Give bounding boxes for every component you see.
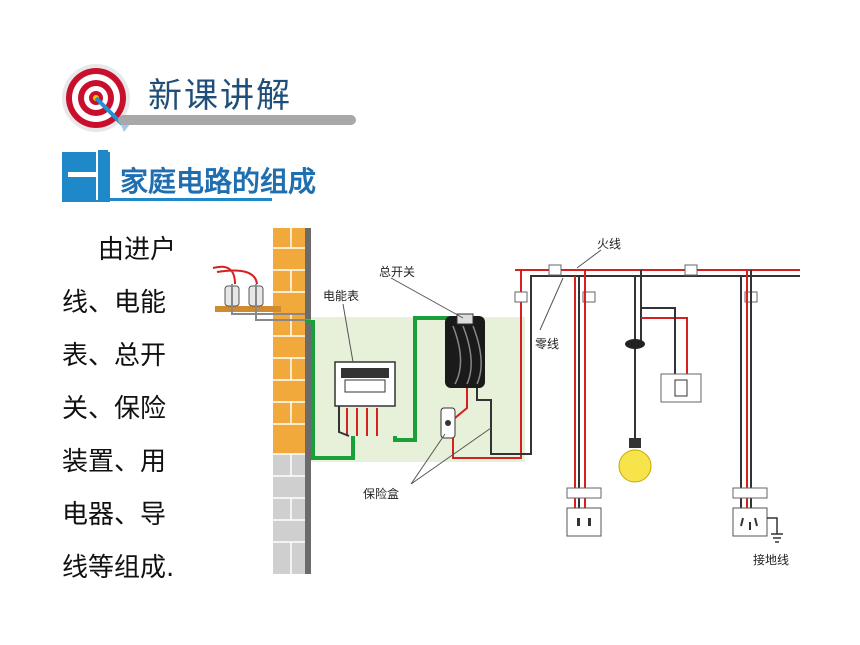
electric-meter	[334, 361, 396, 437]
page-title: 新课讲解	[148, 76, 292, 116]
label-neutral-wire: 零线	[535, 337, 559, 351]
wall-switch	[660, 373, 702, 403]
label-meter: 电能表	[323, 289, 359, 303]
label-ground-wire: 接地线	[753, 552, 789, 567]
insulator-bracket	[212, 265, 311, 321]
label-live-wire: 火线	[597, 237, 621, 251]
body-line: 关、保险	[62, 394, 167, 424]
body-line: 由进户	[98, 235, 177, 265]
section-underline	[110, 198, 272, 201]
label-main-switch: 总开关	[379, 265, 415, 279]
target-icon	[62, 64, 130, 132]
label-fuse-box: 保险盒	[363, 486, 399, 501]
socket-outlet	[566, 487, 602, 537]
body-text: 由进户 线、电能 表、总开 关、保险 装置、用 电器、导 线等组成.	[62, 224, 192, 595]
body-line: 线、电能	[62, 288, 167, 318]
body-line: 表、总开	[62, 341, 167, 371]
brick-wall	[273, 228, 311, 574]
section-title: 家庭电路的组成	[120, 165, 317, 198]
household-circuit-diagram: 火线 零线 总开关 电能表 保险盒 接地线	[212, 228, 800, 574]
main-switch	[445, 313, 485, 388]
pendant-lamp	[618, 339, 652, 483]
body-line: 线等组成.	[62, 553, 175, 583]
section-badge-edge	[96, 150, 108, 200]
fuse-box	[440, 407, 456, 439]
body-line: 电器、导	[62, 500, 167, 530]
title-underline	[118, 115, 356, 125]
section-number	[68, 172, 104, 177]
body-line: 装置、用	[62, 447, 167, 477]
grounded-socket	[732, 487, 783, 543]
